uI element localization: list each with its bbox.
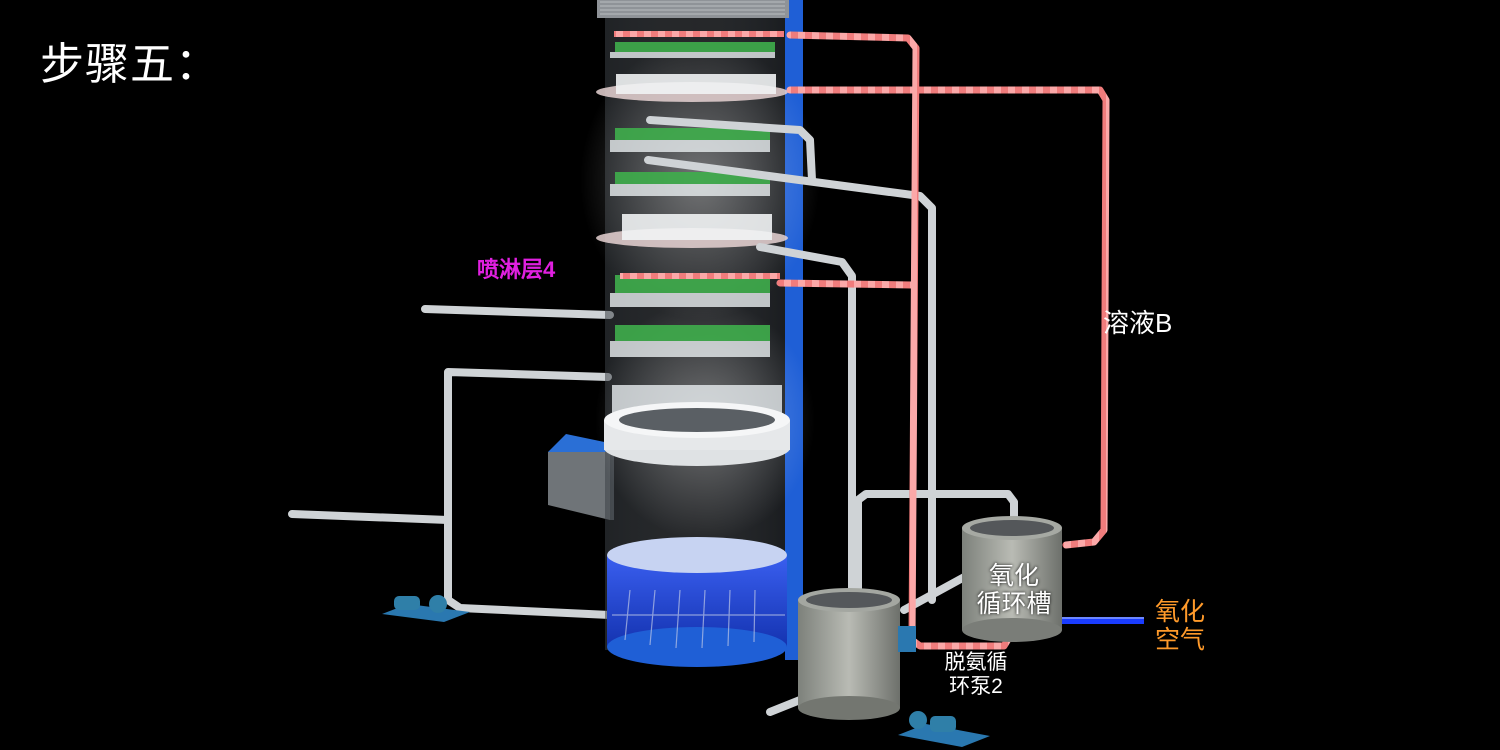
absorption-tower bbox=[580, 0, 820, 667]
step-title: 步骤五： bbox=[40, 40, 220, 89]
oxidation-air-label: 氧化 空气 bbox=[1155, 598, 1206, 654]
circulation-tank bbox=[798, 588, 900, 720]
oxidation-air-pipe bbox=[1062, 617, 1144, 624]
grey-pipes bbox=[644, 116, 1018, 716]
flue-inlet-duct bbox=[548, 434, 614, 520]
oxidation-tank bbox=[962, 516, 1062, 642]
oxidation-tank-label: 氧化 循环槽 bbox=[976, 562, 1052, 618]
left-pipes bbox=[288, 305, 614, 619]
right-pump bbox=[898, 626, 990, 747]
spray-layer-label: 喷淋层4 bbox=[477, 257, 556, 282]
pump-label: 脱氨循 环泵2 bbox=[944, 651, 1008, 698]
solution-label: 溶液B bbox=[1103, 308, 1173, 338]
left-pump bbox=[382, 595, 470, 622]
